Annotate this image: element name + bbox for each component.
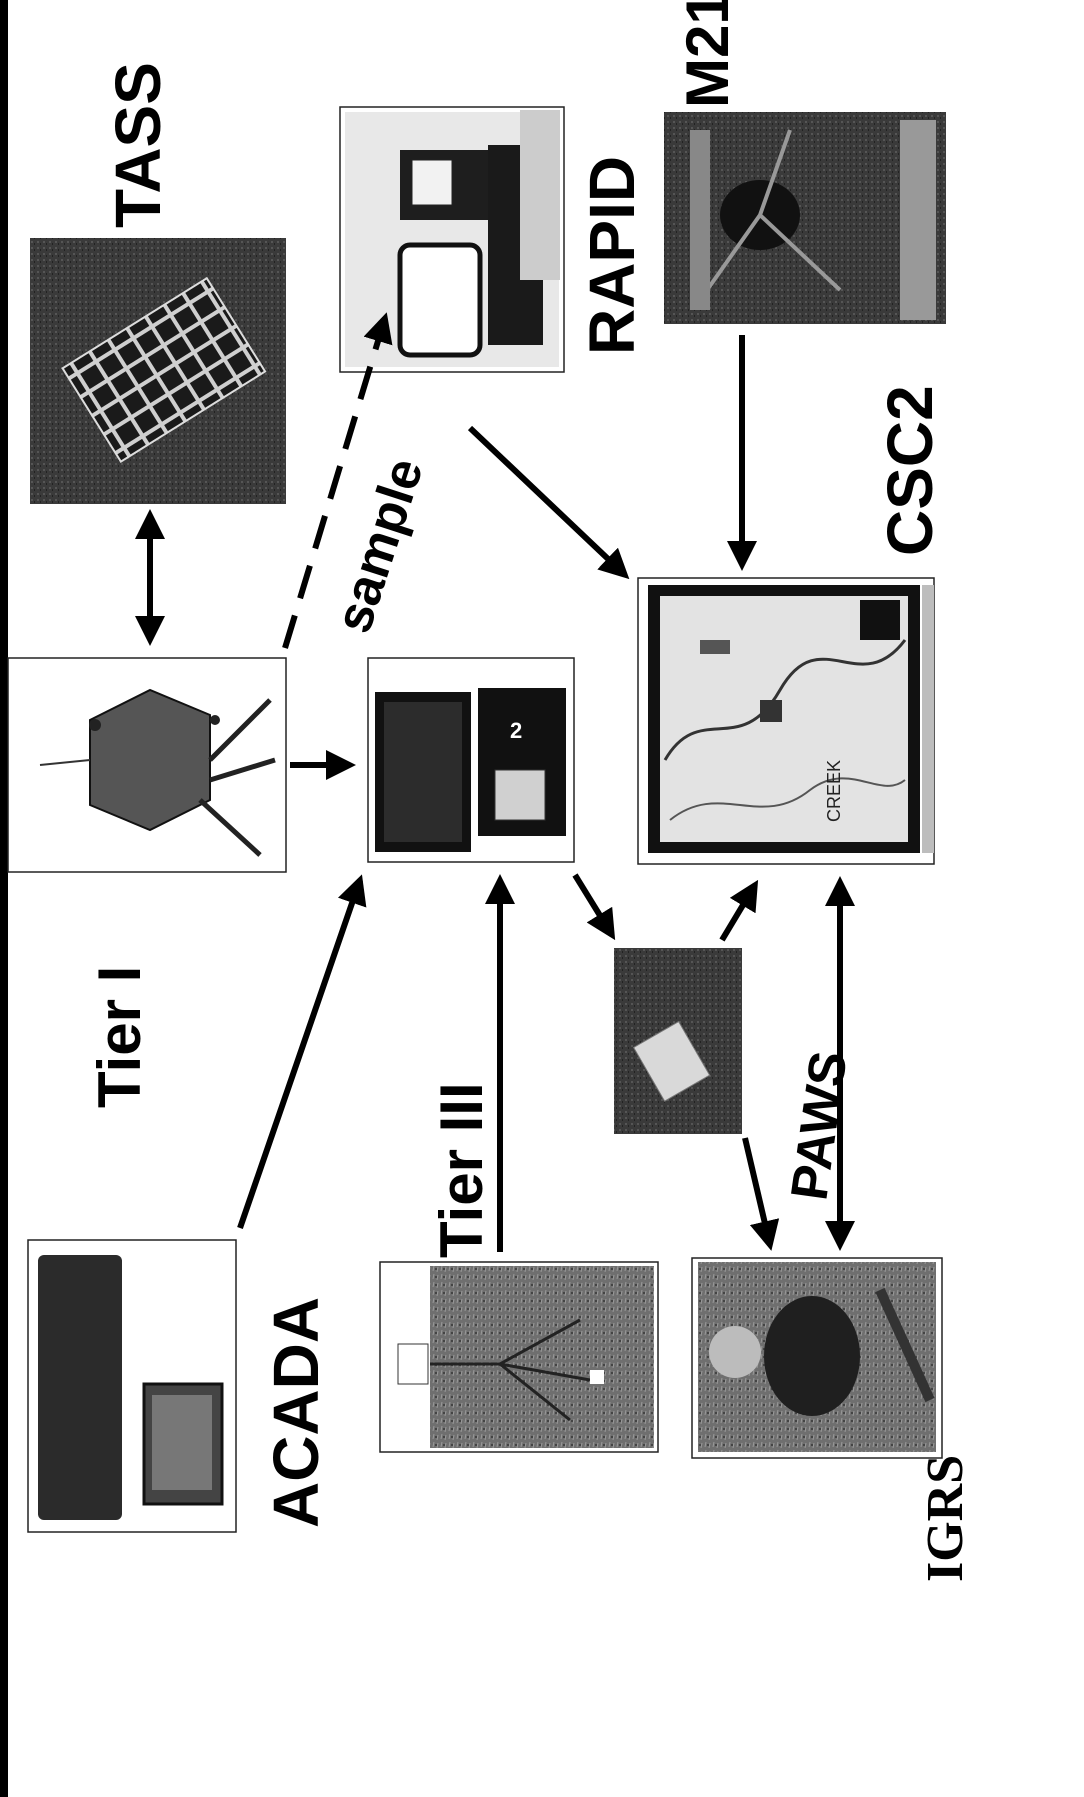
arrow-paws-csc2	[722, 885, 755, 940]
rapid-photo	[340, 107, 564, 372]
label-tass: TASS	[102, 62, 174, 228]
tier1-sensor-photo	[8, 658, 286, 872]
acada-photo	[28, 1240, 236, 1532]
label-paws: PAWS	[780, 1048, 858, 1204]
arrow-rapid-csc2	[470, 428, 625, 575]
page-border	[0, 0, 8, 1797]
m21-photo	[664, 112, 946, 324]
label-tier3: Tier III	[428, 1082, 495, 1258]
label-rapid: RAPID	[576, 156, 648, 355]
label-m21: M21	[674, 0, 741, 108]
paws-photo	[614, 948, 742, 1134]
igrs-photo	[692, 1258, 942, 1458]
label-sample: sample	[324, 451, 435, 639]
label-acada: ACADA	[260, 1297, 332, 1528]
tier3-photo	[380, 1262, 658, 1452]
arrow-acada-case	[240, 880, 360, 1228]
map-display-monitor-photo-icon: CREEK	[648, 585, 934, 853]
case-number: 2	[510, 718, 522, 743]
arrow-case-paws	[575, 875, 612, 935]
arrow-paws-igrs	[745, 1138, 770, 1245]
csc2-photo: CREEK	[638, 578, 934, 864]
label-igrs: IGRS	[917, 1455, 974, 1582]
label-tier1: Tier I	[86, 966, 153, 1108]
open-equipment-case-photo-icon: 2	[375, 688, 566, 852]
label-csc2: CSC2	[874, 385, 946, 556]
map-label-creek: CREEK	[824, 760, 844, 822]
tass-photo	[30, 238, 286, 504]
tier2-case-photo: 2	[368, 658, 574, 862]
